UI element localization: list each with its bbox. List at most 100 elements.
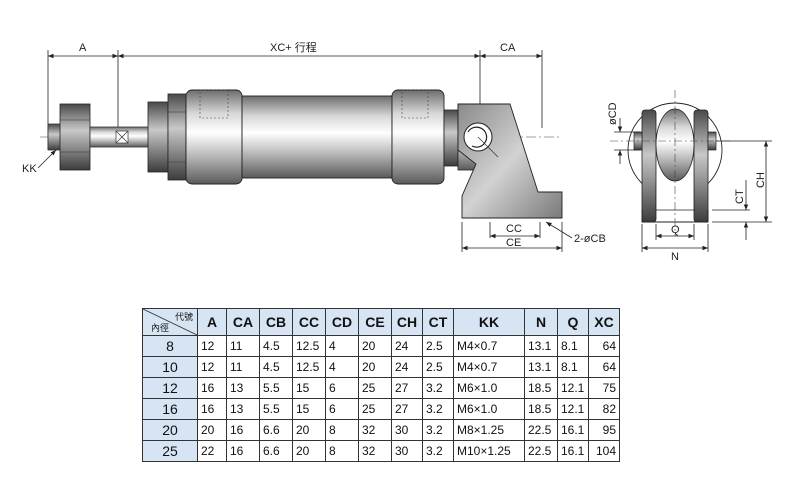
row-bore: 25 (142, 440, 198, 462)
cell-a: 12 (197, 335, 227, 357)
cell-ct: 2.5 (422, 356, 454, 378)
dim-ct-label: CT (734, 189, 746, 204)
row-bore: 10 (142, 356, 198, 378)
cell-xc: 82 (588, 398, 620, 420)
cell-ca: 11 (226, 335, 260, 357)
table-row: 8 12 11 4.5 12.5 4 20 24 2.5 M4×0.7 13.1… (142, 335, 620, 357)
cell-ce: 32 (358, 419, 392, 441)
row-bore: 12 (142, 377, 198, 399)
cell-a: 20 (197, 419, 227, 441)
cell-ce: 25 (358, 377, 392, 399)
dim-cc-label: CC (506, 223, 522, 235)
table-row: 12 16 13 5.5 15 6 25 27 3.2 M6×1.0 18.5 … (142, 377, 620, 399)
dim-cb-label: 2-øCB (574, 233, 606, 245)
dim-xc-label: XC+ 行程 (270, 41, 317, 54)
cell-a: 16 (197, 398, 227, 420)
cylinder-side-view (40, 89, 563, 219)
cell-xc: 75 (588, 377, 620, 399)
cell-n: 18.5 (524, 398, 558, 420)
dim-ch-label: CH (755, 172, 767, 188)
dim-cd-label: øCD (607, 102, 619, 125)
cell-n: 18.5 (524, 377, 558, 399)
cell-ct: 2.5 (422, 335, 454, 357)
cell-cc: 15 (292, 377, 326, 399)
cc-ce-dimensions (461, 221, 573, 252)
cell-ca: 13 (226, 398, 260, 420)
cell-cc: 12.5 (292, 335, 326, 357)
cell-cd: 6 (325, 398, 359, 420)
cell-xc: 64 (588, 335, 620, 357)
table-header-row: 代號 內徑 A CA CB CC CD CE CH CT KK N Q XC (142, 308, 620, 336)
cell-ch: 27 (391, 377, 423, 399)
col-header-cb: CB (259, 308, 293, 336)
table-corner-cell: 代號 內徑 (142, 308, 198, 336)
cell-cc: 12.5 (292, 356, 326, 378)
cell-ch: 24 (391, 356, 423, 378)
cell-cc: 20 (292, 419, 326, 441)
cell-cd: 8 (325, 419, 359, 441)
cell-cd: 6 (325, 377, 359, 399)
col-header-a: A (197, 308, 227, 336)
col-header-n: N (524, 308, 558, 336)
table-row: 25 22 16 6.6 20 8 32 30 3.2 M10×1.25 22.… (142, 440, 620, 462)
cell-ch: 30 (391, 419, 423, 441)
dim-a-label: A (79, 42, 87, 54)
cell-cb: 6.6 (259, 440, 293, 462)
cell-cb: 6.6 (259, 419, 293, 441)
col-header-cd: CD (325, 308, 359, 336)
cell-ct: 3.2 (422, 398, 454, 420)
corner-diagonal (143, 309, 197, 335)
corner-code-label: 代號 (174, 312, 193, 322)
cell-q: 12.1 (557, 377, 589, 399)
cell-cc: 15 (292, 398, 326, 420)
cell-ch: 24 (391, 335, 423, 357)
cell-xc: 95 (588, 419, 620, 441)
cell-cb: 5.5 (259, 398, 293, 420)
cell-kk: M6×1.0 (453, 398, 525, 420)
cell-xc: 104 (588, 440, 620, 462)
col-header-q: Q (557, 308, 589, 336)
cell-n: 22.5 (524, 440, 558, 462)
table-row: 16 16 13 5.5 15 6 25 27 3.2 M6×1.0 18.5 … (142, 398, 620, 420)
kk-leader (37, 149, 57, 169)
cell-ce: 32 (358, 440, 392, 462)
cell-q: 8.1 (557, 356, 589, 378)
col-header-ca: CA (226, 308, 260, 336)
cell-kk: M10×1.25 (453, 440, 525, 462)
row-bore: 16 (142, 398, 198, 420)
col-header-ch: CH (391, 308, 423, 336)
col-header-ct: CT (422, 308, 454, 336)
cylinder-end-view (610, 90, 730, 236)
cell-xc: 64 (588, 356, 620, 378)
cell-ca: 11 (226, 356, 260, 378)
row-bore: 8 (142, 335, 198, 357)
dim-ce-label: CE (506, 237, 521, 249)
corner-bore-label: 內徑 (151, 323, 170, 333)
col-header-cc: CC (292, 308, 326, 336)
cell-ca: 13 (226, 377, 260, 399)
cell-ca: 16 (226, 440, 260, 462)
cell-kk: M8×1.25 (453, 419, 525, 441)
cell-ct: 3.2 (422, 419, 454, 441)
cell-q: 8.1 (557, 335, 589, 357)
dim-kk-label: KK (22, 163, 37, 175)
col-header-kk: KK (453, 308, 525, 336)
cell-ct: 3.2 (422, 440, 454, 462)
cell-a: 22 (197, 440, 227, 462)
cell-cb: 4.5 (259, 335, 293, 357)
dim-n-label: N (671, 251, 679, 263)
cell-cd: 4 (325, 335, 359, 357)
cell-kk: M4×0.7 (453, 335, 525, 357)
cell-q: 16.1 (557, 440, 589, 462)
end-view-dimensions (614, 118, 772, 252)
col-header-xc: XC (588, 308, 620, 336)
cell-ca: 16 (226, 419, 260, 441)
cell-ct: 3.2 (422, 377, 454, 399)
table-row: 20 20 16 6.6 20 8 32 30 3.2 M8×1.25 22.5… (142, 419, 620, 441)
dim-ca-label: CA (500, 42, 516, 54)
table-row: 10 12 11 4.5 12.5 4 20 24 2.5 M4×0.7 13.… (142, 356, 620, 378)
cell-ce: 20 (358, 356, 392, 378)
cell-a: 16 (197, 377, 227, 399)
cylinder-dimension-drawing: A XC+ 行程 CA (22, 41, 772, 263)
cell-cb: 5.5 (259, 377, 293, 399)
